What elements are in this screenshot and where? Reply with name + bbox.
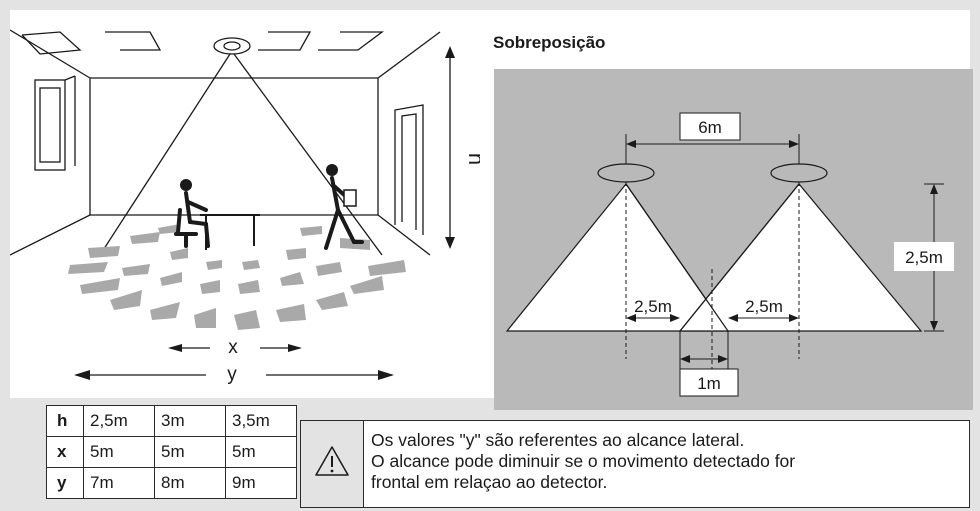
table-cell: 8m xyxy=(154,467,226,499)
table-cell: 3,5m xyxy=(225,405,297,437)
table-row-key: x xyxy=(46,436,84,468)
overlap-diagram: 6m 2,5m 2,5m 2,5m xyxy=(494,69,973,410)
height-label: h xyxy=(464,153,480,165)
overlap-drawing: 6m 2,5m 2,5m 2,5m xyxy=(505,112,954,397)
table-row: h 2,5m 3m 3,5m xyxy=(46,405,297,437)
overlap-section: Sobreposição xyxy=(480,10,973,410)
table-row: y 7m 8m 9m xyxy=(46,467,297,499)
table-row: x 5m 5m 5m xyxy=(46,436,297,468)
warning-line: Os valores "y" são referentes ao alcance… xyxy=(371,430,745,450)
right-range-label: 2,5m xyxy=(745,297,783,316)
table-row-key: h xyxy=(46,405,84,437)
table-row-key: y xyxy=(46,467,84,499)
spacing-label: 6m xyxy=(698,118,722,137)
height-dimension-label: 2,5m xyxy=(905,248,943,267)
table-cell: 2,5m xyxy=(83,405,155,437)
room-illustration: h x y xyxy=(10,10,480,398)
warning-text: Os valores "y" são referentes ao alcance… xyxy=(371,430,795,493)
table-cell: 5m xyxy=(83,436,155,468)
range-table: h 2,5m 3m 3,5m x 5m 5m 5m y 7m 8m 9m xyxy=(46,405,297,499)
warning-notice: Os valores "y" são referentes ao alcance… xyxy=(300,420,970,508)
x-label: x xyxy=(228,337,238,358)
left-range-label: 2,5m xyxy=(634,297,672,316)
detector-left-icon xyxy=(597,163,655,183)
table-cell: 7m xyxy=(83,467,155,499)
warning-line: frontal em relaçao ao detector. xyxy=(371,472,608,492)
warning-icon-cell xyxy=(301,421,364,507)
table-cell: 5m xyxy=(154,436,226,468)
overlap-width-label: 1m xyxy=(697,374,721,393)
warning-line: O alcance pode diminuir se o movimento d… xyxy=(371,451,796,471)
y-label: y xyxy=(227,364,237,385)
room-drawing: h x y xyxy=(10,29,480,385)
warning-triangle-icon xyxy=(315,446,349,476)
table-cell: 3m xyxy=(154,405,226,437)
table-cell: 5m xyxy=(225,436,297,468)
detector-right-icon xyxy=(770,163,828,183)
overlap-title: Sobreposição xyxy=(493,33,606,52)
table-cell: 9m xyxy=(225,467,297,499)
